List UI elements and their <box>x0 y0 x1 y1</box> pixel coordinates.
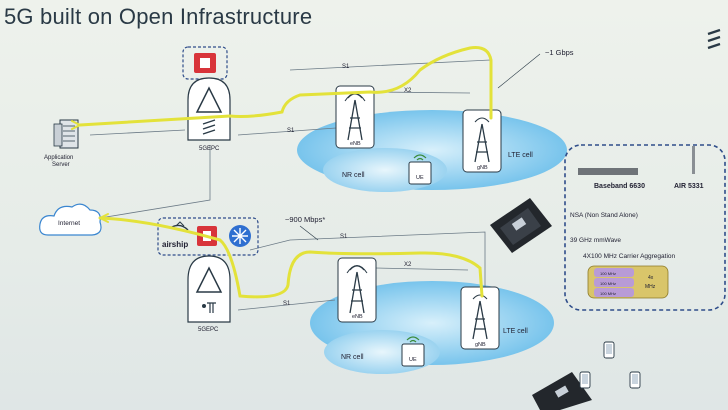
bottom-links <box>237 231 486 311</box>
carrier-aggregation-graphic: 100 MHz 100 MHz 100 MHz 4x MHz <box>587 265 669 299</box>
top-enb-label: eNB <box>350 141 361 147</box>
top-ue-label: UE <box>416 175 424 181</box>
app-server-label-line1: Application <box>44 155 73 161</box>
aggregation-label: 4X100 MHz Carrier Aggregation <box>583 253 676 260</box>
bottom-s1-label-b: S1 <box>283 301 291 307</box>
phone-icon <box>629 371 641 389</box>
bottom-gnb-tower <box>460 286 500 350</box>
top-ue-device <box>408 154 432 185</box>
top-core-label: 5GEPC <box>199 146 220 152</box>
internet-cloud <box>39 203 102 236</box>
nsa-label: NSA (Non Stand Alone) <box>570 212 638 219</box>
top-data-path <box>71 46 493 130</box>
airship-label: airship <box>162 240 188 249</box>
app-server-label-line2: Server <box>52 162 70 168</box>
carrier-label-1: 100 MHz <box>600 271 616 276</box>
bottom-ue-device <box>401 336 425 367</box>
top-5gepc-core <box>182 46 231 141</box>
bottom-core-label: 5GEPC <box>198 327 219 333</box>
core-triangle-icon <box>195 266 223 293</box>
top-s1-label-a: S1 <box>342 64 350 70</box>
carrier-label-5: MHz <box>645 284 656 290</box>
bottom-s1-label-a: S1 <box>340 234 348 240</box>
bottom-gnb-label: gNB <box>475 342 486 348</box>
core-triangle-icon <box>195 86 223 113</box>
bottom-data-path <box>98 213 484 299</box>
baseband-unit <box>578 168 638 175</box>
mmwave-label: 39 GHz mmWave <box>570 237 621 244</box>
slide-title: 5G built on Open Infrastructure <box>4 4 313 29</box>
top-x2-label: X2 <box>404 88 412 94</box>
top-enb-tower <box>335 85 375 149</box>
internet-label: Internet <box>58 220 80 227</box>
ericsson-logo-icon <box>707 28 721 50</box>
bottom-nr-cell-label: NR cell <box>341 354 364 361</box>
bottom-lte-cell-label: LTE cell <box>503 328 528 335</box>
top-gnb-label: gNB <box>477 165 488 171</box>
bottom-5gepc-core <box>187 255 231 323</box>
baseband-label: Baseband 6630 <box>594 183 645 190</box>
application-server <box>53 119 79 149</box>
wifi-icon <box>406 336 420 341</box>
bottom-enb-tower <box>337 257 377 323</box>
phone-icon <box>579 371 591 389</box>
top-gnb-tower <box>462 109 502 173</box>
spec-box <box>564 144 726 311</box>
top-throughput: ~1 Gbps <box>545 48 574 57</box>
hotspot-device-icon <box>490 198 552 253</box>
carrier-label-2: 100 MHz <box>600 281 616 286</box>
top-s1-label-b: S1 <box>287 128 295 134</box>
bottom-throughput: ~900 Mbps* <box>285 215 325 224</box>
bottom-enb-label: eNB <box>352 314 363 320</box>
top-nr-cell-label: NR cell <box>342 172 365 179</box>
phone-icon <box>603 341 615 359</box>
carrier-label-3: 100 MHz <box>600 291 616 296</box>
air-radio-unit <box>692 146 695 174</box>
wifi-icon <box>413 154 427 159</box>
bottom-x2-label: X2 <box>404 262 412 268</box>
air-label: AIR 5331 <box>674 183 704 190</box>
carrier-label-4: 4x <box>648 275 654 281</box>
top-lte-cell-label: LTE cell <box>508 152 533 159</box>
bottom-ue-label: UE <box>409 357 417 363</box>
hotspot-device-icon <box>532 372 592 410</box>
att-logo-icon <box>202 304 206 308</box>
